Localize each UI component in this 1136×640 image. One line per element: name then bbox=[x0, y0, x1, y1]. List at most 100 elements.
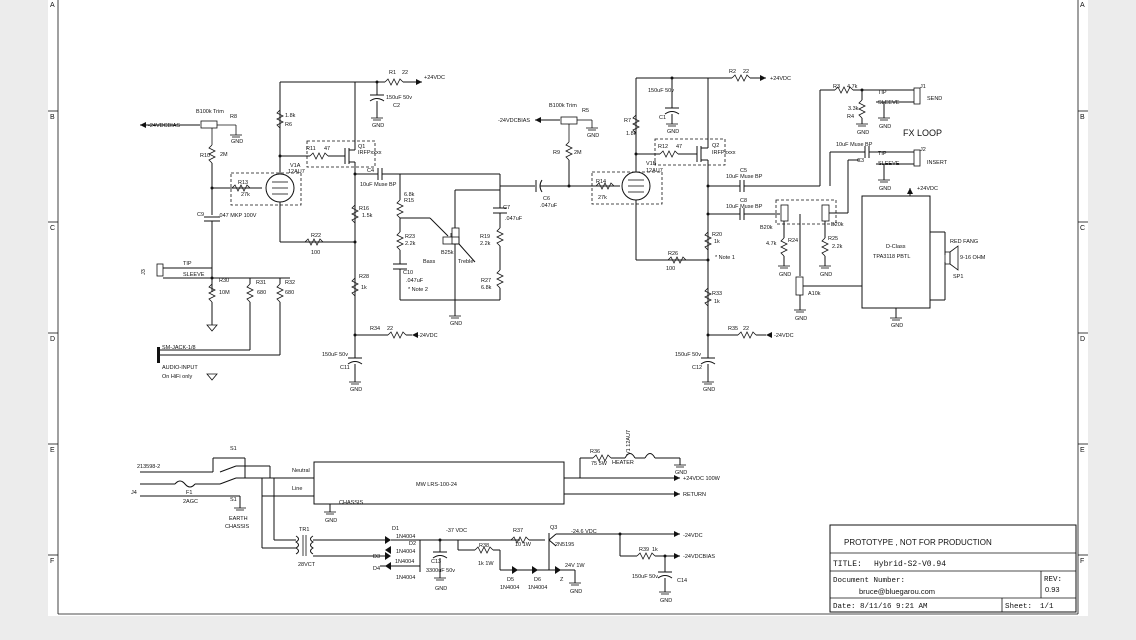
c10-ref: C10 bbox=[403, 270, 413, 276]
chassis-label: CHASSIS bbox=[339, 500, 363, 506]
r2-val: 22 bbox=[743, 69, 749, 75]
r7-val: 1.8k bbox=[626, 131, 637, 137]
r37-ref: R37 bbox=[513, 528, 523, 534]
gnd-label: GND bbox=[703, 387, 715, 393]
minus24-ps-label: -24VDC bbox=[683, 533, 703, 539]
r27-val: 6.8k bbox=[481, 285, 492, 291]
c4-ref: C4 bbox=[367, 168, 374, 174]
r38-val: 1k 1W bbox=[478, 561, 494, 567]
d3-type: 1N4004 bbox=[395, 559, 414, 565]
q2-type: IRFPxxxx bbox=[712, 150, 736, 156]
r34-val: 22 bbox=[387, 326, 393, 332]
bias-label-left: -24VDCBIAS bbox=[148, 123, 180, 129]
r26-val: 100 bbox=[666, 266, 675, 272]
c13-val: 3300uF 50v bbox=[426, 568, 455, 574]
c13-ref: C13 bbox=[431, 559, 441, 565]
j2-tip-label: TIP bbox=[878, 151, 887, 157]
r3-ref: R3 bbox=[833, 84, 840, 90]
c3-ref: C3 bbox=[857, 158, 864, 164]
d4-label: D4 bbox=[373, 566, 380, 572]
j2-insert-label: INSERT bbox=[927, 160, 948, 166]
gnd-label: GND bbox=[570, 589, 582, 595]
r23-val: 2.2k bbox=[405, 241, 416, 247]
c1-ref: C1 bbox=[659, 115, 666, 121]
r19-ref: R19 bbox=[480, 234, 490, 240]
r34-ref: R34 bbox=[370, 326, 380, 332]
r7-ref: R7 bbox=[624, 118, 631, 124]
f1-ref: F1 bbox=[186, 490, 192, 496]
c11-ref: C11 bbox=[340, 365, 350, 371]
bass-label: Bass bbox=[423, 259, 435, 265]
r13-val: 27k bbox=[241, 192, 250, 198]
r4-ref: R4 bbox=[847, 114, 854, 120]
speaker-name-label: RED FANG bbox=[950, 239, 978, 245]
r26-ref: R26 bbox=[668, 251, 678, 257]
f1-val: 2AGC bbox=[183, 499, 198, 505]
a10k-label: A10k bbox=[808, 291, 821, 297]
r24-ref: R24 bbox=[788, 238, 798, 244]
fx-loop-and-amp: R3 4.7k 3.3k R4 GND TIP SLEEVE GND J1 SE… bbox=[829, 84, 986, 329]
v1b-type: 12AU7 bbox=[646, 168, 663, 174]
row-label-f-left: F bbox=[50, 558, 54, 565]
psu-module-box bbox=[313, 461, 565, 505]
r13-ref: R13 bbox=[238, 180, 248, 186]
gnd-label: GND bbox=[667, 129, 679, 135]
c8-ref: C8 bbox=[740, 198, 747, 204]
doc-number-label: Document Number: bbox=[833, 577, 905, 585]
out-24-label: +24VDC 100W bbox=[683, 476, 721, 482]
c10-val: .047uF bbox=[406, 278, 424, 284]
psu-module-label: MW LRS-100-24 bbox=[416, 482, 457, 488]
trim-pot-2-label: B100k Trim bbox=[549, 103, 577, 109]
j4-label: J4 bbox=[131, 490, 137, 496]
q3-ref: Q3 bbox=[550, 525, 557, 531]
d3-label: D3 bbox=[373, 554, 380, 560]
gnd-label: GND bbox=[779, 272, 791, 278]
r28-ref: R28 bbox=[359, 274, 369, 280]
s1-label: S1 bbox=[230, 446, 237, 452]
tr1-val: 28VCT bbox=[298, 562, 316, 568]
r30-val: 10M bbox=[219, 290, 230, 296]
minus246-label: -24.6 VDC bbox=[571, 529, 597, 535]
amp-name-label: D-Class bbox=[886, 244, 906, 250]
gnd-label: GND bbox=[450, 321, 462, 327]
zener-ref: Z bbox=[560, 577, 564, 583]
treble-label: Treble bbox=[458, 259, 473, 265]
d6-type: 1N4004 bbox=[528, 585, 547, 591]
title-label: TITLE: bbox=[833, 560, 862, 569]
r15-ref: R15 bbox=[404, 198, 414, 204]
row-label-b-left: B bbox=[50, 114, 55, 121]
d6-label: D6 bbox=[534, 577, 541, 583]
gnd-label: GND bbox=[372, 123, 384, 129]
preamp-stage-2: -24VDCBIAS B100k Trim R5 GND R9 2M C6 .0… bbox=[498, 69, 862, 393]
r25-val: 2.2k bbox=[832, 244, 843, 250]
r9-val: 2M bbox=[574, 150, 582, 156]
r38-ref: R38 bbox=[479, 543, 489, 549]
gnd-label: GND bbox=[857, 130, 869, 136]
on-hifi-label: On HiFi only bbox=[162, 374, 193, 380]
r6-ref: R6 bbox=[285, 122, 292, 128]
c5-val: 10uF Muse BP bbox=[726, 174, 763, 180]
gnd-label: GND bbox=[675, 470, 687, 476]
c6-val: .047uF bbox=[540, 203, 558, 209]
r39-ref: R39 bbox=[639, 547, 649, 553]
gnd-label: GND bbox=[587, 133, 599, 139]
r31-val: 680 bbox=[257, 290, 266, 296]
d2-type: 1N4004 bbox=[396, 549, 415, 555]
b25k-label: B25k bbox=[441, 250, 454, 256]
gnd-label: GND bbox=[891, 323, 903, 329]
tr1-ref: TR1 bbox=[299, 527, 309, 533]
rev-value: 0.93 bbox=[1045, 585, 1060, 594]
q3-type: 2N5195 bbox=[555, 542, 574, 548]
r23-ref: R23 bbox=[405, 234, 415, 240]
c4-val: 10uF Muse BP bbox=[360, 182, 397, 188]
gnd-label: GND bbox=[795, 316, 807, 322]
row-label-a-left: A bbox=[50, 2, 55, 9]
r24-val: 4.7k bbox=[766, 241, 777, 247]
d4-type: 1N4004 bbox=[396, 575, 415, 581]
r12-ref: R12 bbox=[658, 144, 668, 150]
r31-ref: R31 bbox=[256, 280, 266, 286]
d5-type: 1N4004 bbox=[500, 585, 519, 591]
j1-tip-label: TIP bbox=[878, 90, 887, 96]
c11-val: 150uF 50v bbox=[322, 352, 348, 358]
r19-val: 2.2k bbox=[480, 241, 491, 247]
